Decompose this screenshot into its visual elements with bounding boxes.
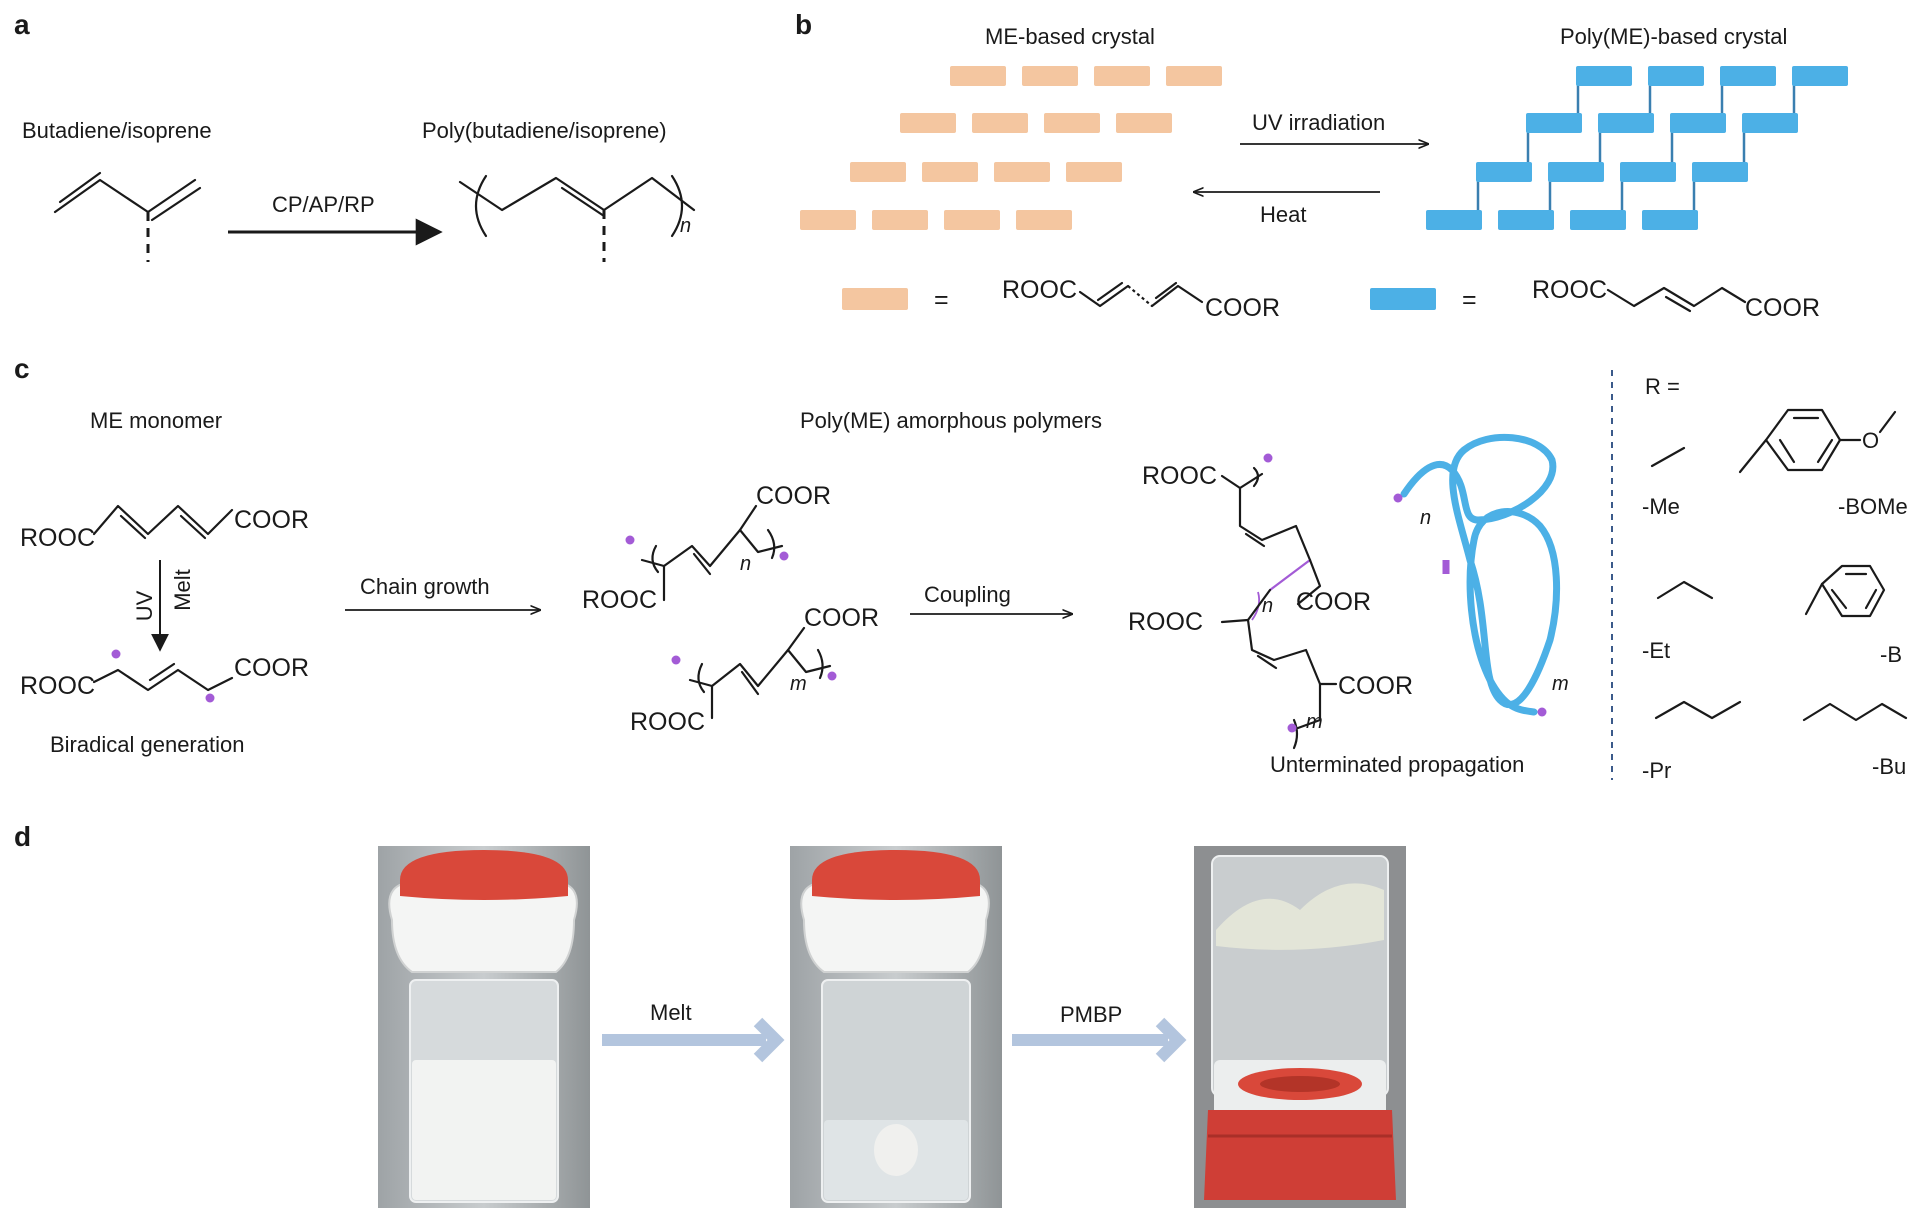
panel-label-c: c — [14, 353, 30, 384]
chain-n-structure: ROOC COOR n — [582, 482, 831, 614]
r-substituents: R = -Me O -BOMe -Et -B -Pr -Bu — [1642, 374, 1908, 783]
svg-text:-Me: -Me — [1642, 494, 1680, 519]
svg-text:n: n — [1420, 507, 1431, 529]
svg-text:ROOC: ROOC — [20, 672, 95, 700]
unterminated-label: Unterminated propagation — [1270, 752, 1524, 777]
panel-label-d: d — [14, 821, 31, 852]
svg-text:-Pr: -Pr — [1642, 758, 1671, 783]
poly-crystal-title: Poly(ME)-based crystal — [1560, 24, 1787, 49]
svg-text:COOR: COOR — [804, 604, 879, 632]
svg-text:m: m — [790, 673, 807, 695]
me-crystal-lattice — [800, 66, 1222, 230]
svg-text:COOR: COOR — [1296, 588, 1371, 616]
photo-powder-vial — [378, 846, 590, 1208]
svg-text:ROOC: ROOC — [1128, 608, 1203, 636]
me-monomer-structure: ROOC COOR — [20, 504, 309, 552]
svg-text:-B: -B — [1880, 642, 1902, 667]
monomer-title: ME monomer — [90, 408, 222, 433]
panel-d: d Melt PMBP — [14, 821, 1406, 1208]
svg-text:m: m — [1552, 673, 1569, 695]
pmbp-label: PMBP — [1060, 1002, 1122, 1027]
panel-a: a Butadiene/isoprene Poly(butadiene/isop… — [14, 9, 696, 262]
panel-b: b ME-based crystal Poly(ME)-based crysta… — [795, 9, 1848, 322]
svg-text:COOR: COOR — [1338, 672, 1413, 700]
svg-text:R =: R = — [1645, 374, 1680, 399]
polymer-chain-cartoon: n m — [1393, 433, 1569, 717]
svg-text:O: O — [1862, 428, 1879, 453]
svg-text:-Bu: -Bu — [1872, 754, 1906, 779]
uv-irradiation-label: UV irradiation — [1252, 110, 1385, 135]
panel-c: c ME monomer Poly(ME) amorphous polymers… — [14, 353, 1908, 783]
monomer-label: Butadiene/isoprene — [22, 118, 212, 143]
svg-text:-BOMe: -BOMe — [1838, 494, 1908, 519]
svg-text:COOR: COOR — [1205, 294, 1280, 322]
svg-text:COOR: COOR — [234, 506, 309, 534]
svg-text:ROOC: ROOC — [630, 708, 705, 736]
svg-text:COOR: COOR — [1745, 294, 1820, 322]
me-crystal-title: ME-based crystal — [985, 24, 1155, 49]
photo-inverted-vial — [1194, 846, 1406, 1208]
svg-text:ROOC: ROOC — [1532, 276, 1607, 304]
polydiene-structure — [458, 174, 696, 262]
melt-label-d: Melt — [650, 1000, 692, 1025]
arrow-label-a: CP/AP/RP — [272, 192, 375, 217]
svg-text:-Et: -Et — [1642, 638, 1670, 663]
svg-text:COOR: COOR — [234, 654, 309, 682]
svg-text:m: m — [1306, 711, 1323, 733]
melt-label-c: Melt — [170, 569, 195, 611]
svg-text:n: n — [740, 553, 751, 575]
panel-label-b: b — [795, 9, 812, 40]
svg-text:COOR: COOR — [756, 482, 831, 510]
poly-legend: = ROOC COOR — [1370, 276, 1820, 322]
uv-label: UV — [132, 590, 157, 621]
chain-growth-label: Chain growth — [360, 574, 490, 599]
polymer-label: Poly(butadiene/isoprene) — [422, 118, 667, 143]
poly-crystal-lattice — [1426, 66, 1848, 230]
me-legend: = ROOC COOR — [842, 276, 1280, 322]
diene-structure — [53, 171, 202, 262]
svg-text:ROOC: ROOC — [1002, 276, 1077, 304]
chain-m-structure: ROOC COOR m — [630, 604, 879, 736]
svg-text:ROOC: ROOC — [20, 524, 95, 552]
photo-melted-vial — [790, 846, 1002, 1208]
svg-text:=: = — [1462, 286, 1477, 314]
panel-label-a: a — [14, 9, 30, 40]
coupled-polymer-structure: ROOC COOR ROOC COOR n m — [1128, 453, 1413, 750]
svg-text:ROOC: ROOC — [582, 586, 657, 614]
svg-text:n: n — [1262, 595, 1273, 617]
svg-text:=: = — [934, 286, 949, 314]
heat-label: Heat — [1260, 202, 1306, 227]
repeat-n-a: n — [680, 215, 691, 237]
polymer-title: Poly(ME) amorphous polymers — [800, 408, 1102, 433]
biradical-structure: ROOC COOR — [20, 649, 309, 703]
biradical-label: Biradical generation — [50, 732, 244, 757]
coupling-label: Coupling — [924, 582, 1011, 607]
svg-text:ROOC: ROOC — [1142, 462, 1217, 490]
